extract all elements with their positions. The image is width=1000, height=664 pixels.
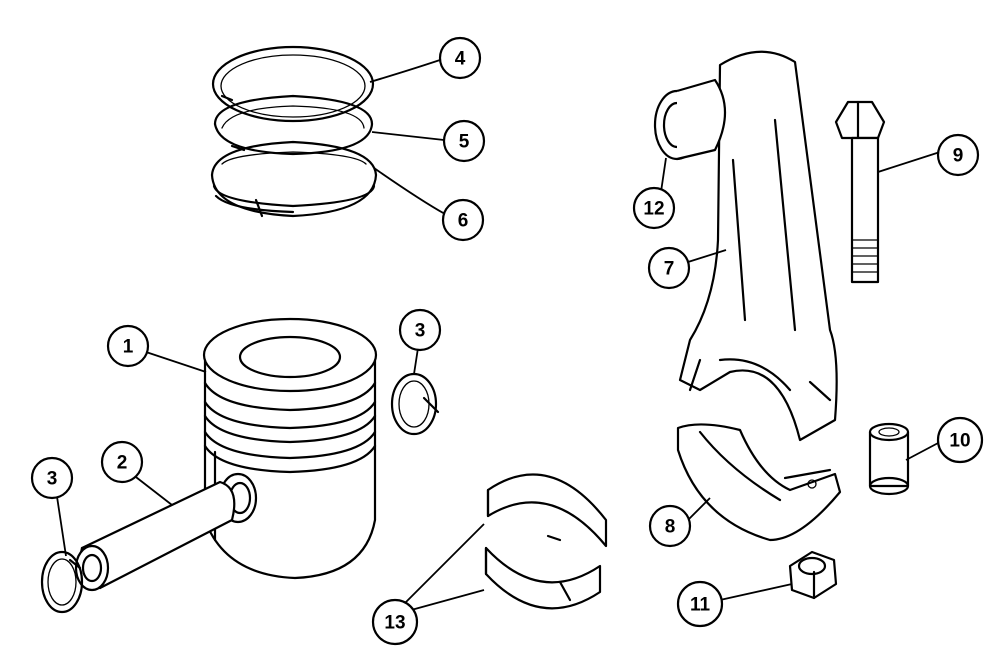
callout-11-label: 11 [690,595,711,616]
callout-3-right: 3 [398,308,442,352]
callout-1: 1 [106,324,150,368]
callout-2-label: 2 [117,453,128,474]
callout-12: 12 [632,186,676,230]
piston [202,317,378,580]
callout-10: 10 [936,416,984,464]
callout-3-left: 3 [30,456,74,500]
callout-3-right-label: 3 [415,321,426,342]
callout-5: 5 [442,119,486,163]
snap-ring-right [390,372,440,436]
piston-ring-5 [213,94,374,156]
callout-6: 6 [441,198,485,242]
bearing-shells [484,473,608,610]
callout-4: 4 [438,36,482,80]
callout-5-label: 5 [459,132,470,153]
callout-6-label: 6 [458,211,469,232]
connecting-rod [653,50,838,442]
callout-9: 9 [936,133,980,177]
callout-13-label: 13 [384,613,405,634]
piston-ring-4 [211,45,375,123]
callout-8-label: 8 [665,517,676,538]
callout-8: 8 [648,504,692,548]
callout-9-label: 9 [953,146,964,167]
piston-ring-6 [210,140,378,218]
snap-ring-left [40,550,84,614]
callout-11: 11 [676,580,724,628]
dowel-sleeve [868,422,910,496]
callout-1-label: 1 [123,337,134,358]
callout-3-left-label: 3 [47,469,58,490]
callout-2: 2 [100,440,144,484]
callout-12-label: 12 [643,199,664,220]
callout-13: 13 [371,598,419,646]
bolt [834,100,886,284]
connecting-rod-cap [676,423,842,542]
callout-4-label: 4 [455,49,466,70]
piston-pin [74,480,236,592]
callout-10-label: 10 [949,431,970,452]
nut [788,550,838,600]
callout-7-label: 7 [664,259,675,280]
callout-7: 7 [647,246,691,290]
